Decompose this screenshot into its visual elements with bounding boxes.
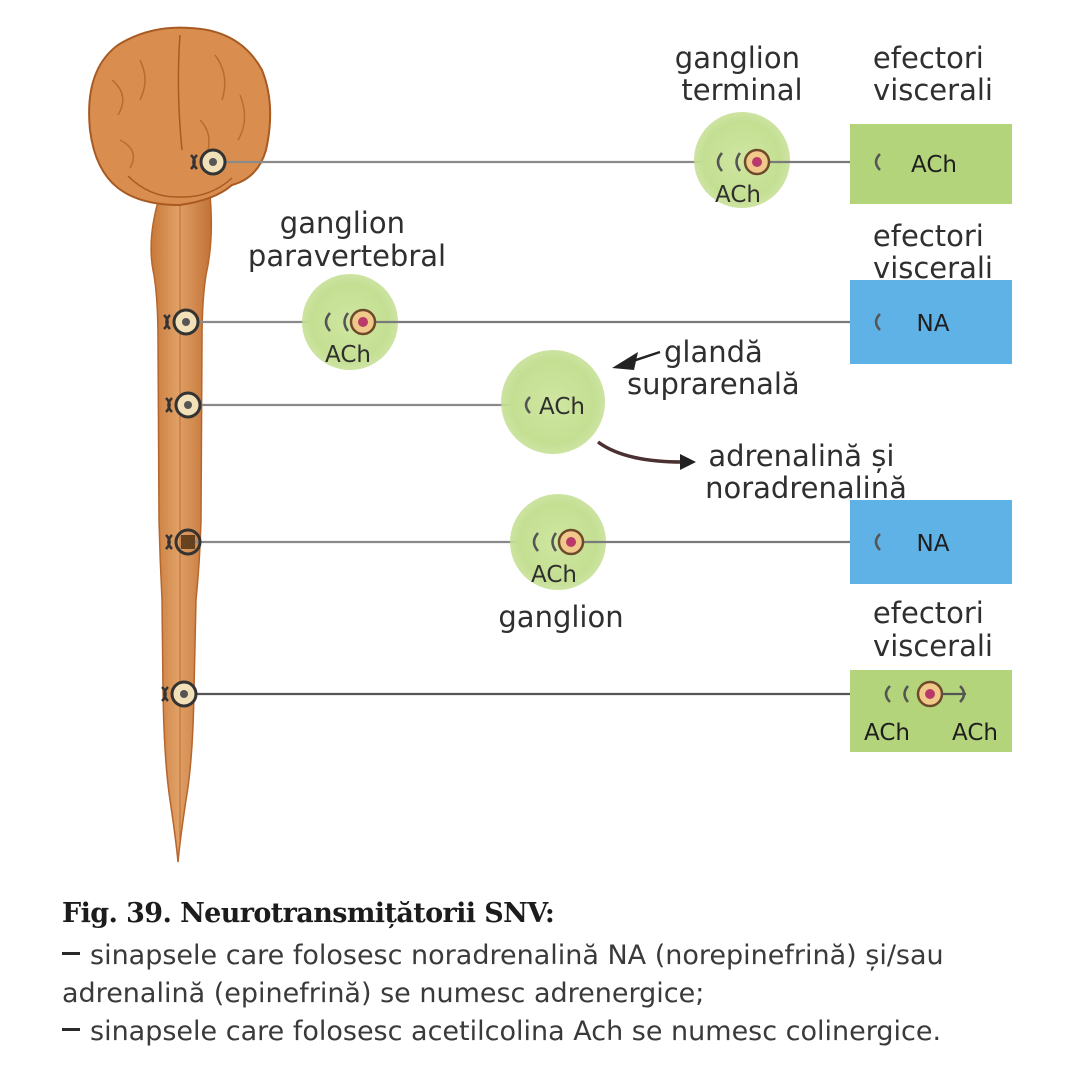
neurotransmitter-diagram: ganglion terminal efectori viscerali gan… [88,26,1012,863]
caption-line-3: sinapsele care folosesc acetilcolina Ach… [62,1013,1062,1051]
label-ganglion-terminal: ganglion terminal [675,41,809,107]
transmitter-row1-effector: ACh [911,152,957,178]
caption-line-1-text: sinapsele care folosesc noradrenalină NA… [90,940,944,971]
transmitter-row3-gland: ACh [539,394,585,420]
row-4-pathway [165,494,1012,590]
spinal-cord [150,194,213,863]
caption-line-1: sinapsele care folosesc noradrenalină NA… [62,937,1062,975]
row-1-pathway [190,112,1012,208]
label-glanda-suprarenala: glandă suprarenală [627,335,800,401]
dash-bullet [62,1028,80,1031]
label-efectori-viscerali-2: efectori viscerali [873,219,993,285]
row-2-pathway [163,274,1012,370]
caption-line-3-text: sinapsele care folosesc acetilcolina Ach… [90,1016,942,1047]
suprarenal-gland-circle [501,350,605,454]
label-ganglion: ganglion [498,600,623,634]
arrow-hormone-release [596,440,683,464]
brain [88,26,272,207]
label-efectori-viscerali-3: efectori viscerali [873,596,993,663]
label-efectori-viscerali-1: efectori viscerali [873,41,993,107]
row-5-pathway [161,670,1012,752]
transmitter-row5-effector-right: ACh [952,720,998,746]
ganglion-terminal-circle [694,112,790,208]
transmitter-row5-effector-left: ACh [864,720,910,746]
transmitter-row2-ganglion: ACh [325,342,371,368]
transmitter-row4-effector: NA [917,531,950,557]
neuron-body-4 [181,535,195,549]
row-3-pathway [165,350,696,470]
figure-caption: Fig. 39. Neurotransmițătorii SNV: sinaps… [62,898,1062,1051]
dash-bullet [62,952,80,955]
label-ganglion-paravertebral: ganglion paravertebral [248,206,446,273]
transmitter-row2-effector: NA [917,311,950,337]
transmitter-row4-ganglion: ACh [531,562,577,588]
caption-line-2: adrenalină (epinefrină) se numesc adrene… [62,978,705,1009]
transmitter-row1-ganglion: ACh [715,182,761,208]
caption-title: Fig. 39. Neurotransmițătorii SNV: [62,898,555,929]
label-adrenalina-noradrenalina: adrenalină și noradrenalină [705,439,907,505]
